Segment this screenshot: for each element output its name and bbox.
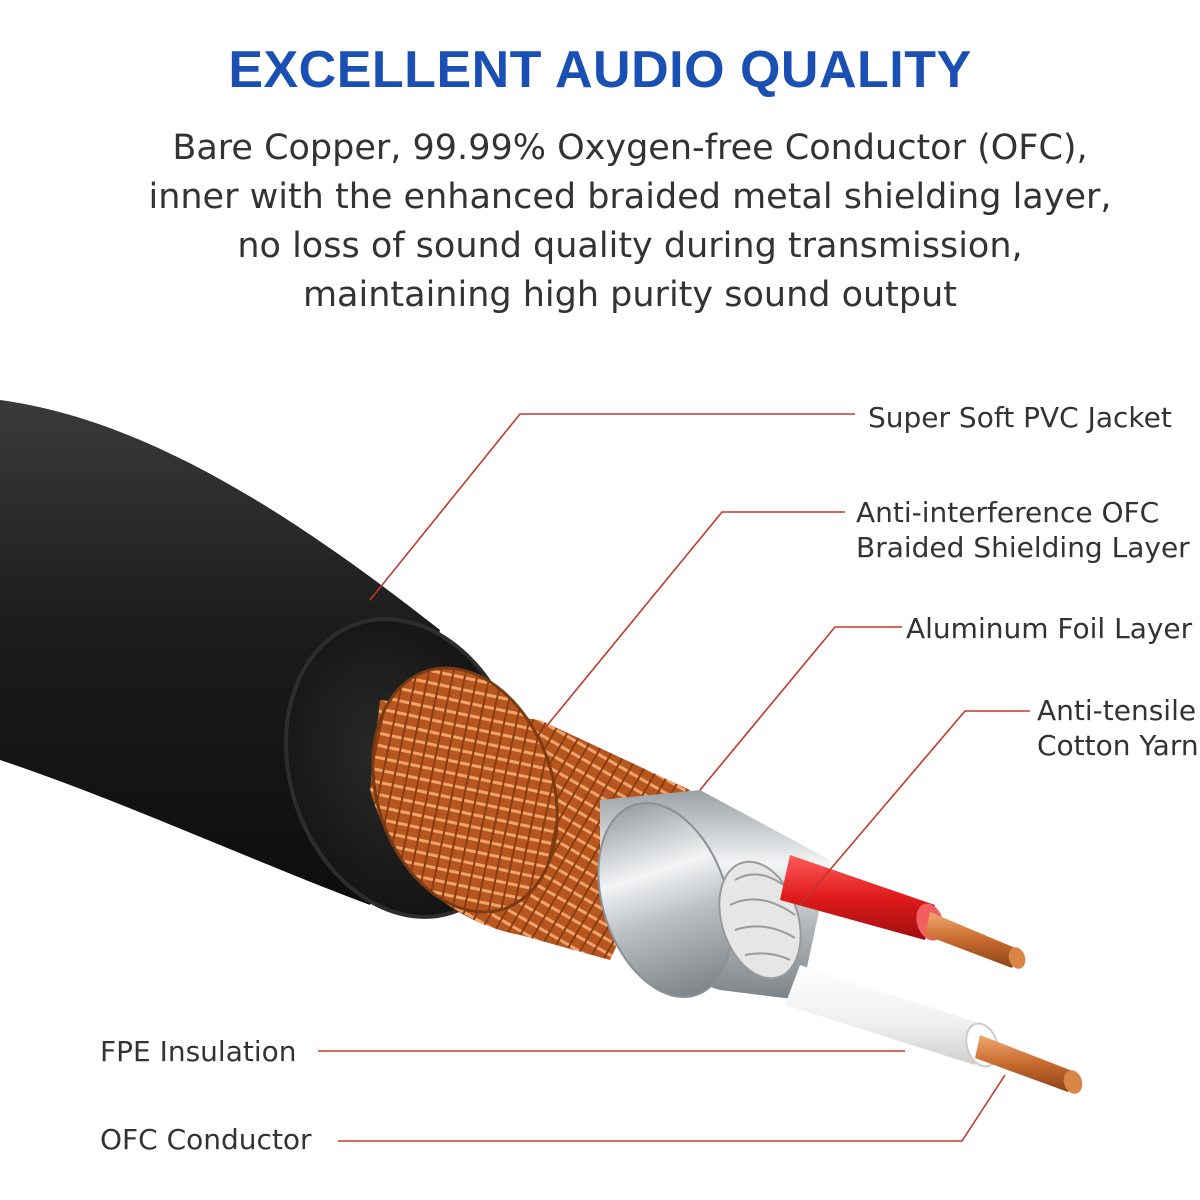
leader-line-foil	[699, 626, 902, 791]
label-yarn-line-1: Anti-tensile	[1037, 694, 1197, 727]
description: Bare Copper, 99.99% Oxygen-free Conducto…	[0, 124, 1200, 320]
description-line-2: inner with the enhanced braided metal sh…	[148, 177, 1112, 217]
label-fpe-insulation: FPE Insulation	[100, 1035, 297, 1068]
leader-lines	[318, 413, 1030, 1142]
white-insulated-wire	[785, 965, 1083, 1094]
red-insulated-wire	[780, 855, 1026, 969]
leader-line-yarn	[799, 710, 1030, 906]
leader-line-conductor	[338, 1074, 1006, 1142]
label-aluminum-foil: Aluminum Foil Layer	[906, 612, 1193, 645]
leader-line-jacket	[369, 413, 855, 601]
leader-line-braid	[544, 511, 845, 729]
description-line-4: maintaining high purity sound output	[302, 275, 958, 315]
description-line-1: Bare Copper, 99.99% Oxygen-free Conducto…	[172, 128, 1088, 168]
page-title: EXCELLENT AUDIO QUALITY	[228, 41, 972, 99]
label-pvc-jacket: Super Soft PVC Jacket	[868, 401, 1172, 434]
label-braid-line-1: Anti-interference OFC	[856, 496, 1160, 529]
label-braid-line-2: Braided Shielding Layer	[856, 531, 1190, 564]
label-ofc-conductor: OFC Conductor	[100, 1123, 312, 1156]
description-line-3: no loss of sound quality during transmis…	[237, 226, 1023, 266]
label-yarn-line-2: Cotton Yarn	[1037, 729, 1199, 762]
